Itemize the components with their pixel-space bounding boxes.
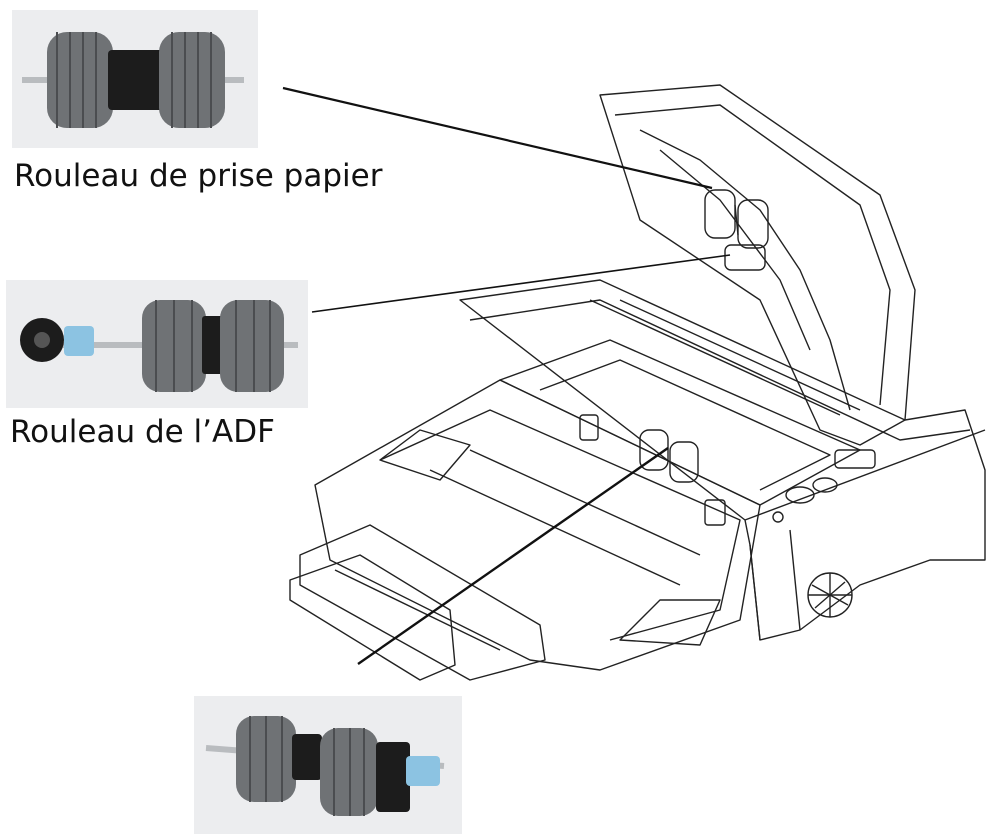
- tray-extension-rib: [334, 569, 501, 651]
- tray-guide-left: [379, 429, 471, 481]
- adf-roller-photo: [6, 280, 308, 408]
- tray-extension: [299, 524, 546, 681]
- reverse-roller-photo: [194, 696, 462, 834]
- leader-line-pickup: [282, 86, 713, 190]
- control-panel-drawing: [772, 449, 876, 523]
- leader-line-adf: [311, 254, 731, 313]
- adf-cover-rib: [639, 129, 851, 411]
- body-top-edge: [469, 299, 971, 441]
- glass-strip: [589, 299, 861, 416]
- input-tray-inner: [379, 409, 741, 641]
- upper-roller-drawing: [704, 189, 769, 271]
- adf-roller-label: Rouleau de l’ADF: [10, 414, 275, 450]
- reverse-roller-icon: [205, 716, 445, 816]
- body-front-top: [744, 429, 986, 521]
- paper-path-inner: [539, 359, 831, 491]
- adf-roller-icon: [20, 300, 298, 392]
- pickup-roller-icon: [22, 32, 244, 128]
- adf-cover: [599, 84, 916, 446]
- paper-path: [499, 339, 861, 506]
- input-tray: [314, 379, 761, 671]
- pickup-roller-photo: [12, 10, 258, 148]
- speaker-grill-drawing: [807, 572, 853, 618]
- adf-cover-rib-2: [659, 149, 811, 351]
- tray-guide-right: [619, 599, 721, 646]
- tray-extension-2: [289, 554, 456, 681]
- lower-roller-drawing: [579, 414, 726, 526]
- adf-cover-inner: [614, 104, 891, 406]
- pickup-roller-label: Rouleau de prise papier: [14, 158, 383, 194]
- leader-line-reverse: [357, 447, 669, 665]
- body-front-side: [749, 529, 801, 641]
